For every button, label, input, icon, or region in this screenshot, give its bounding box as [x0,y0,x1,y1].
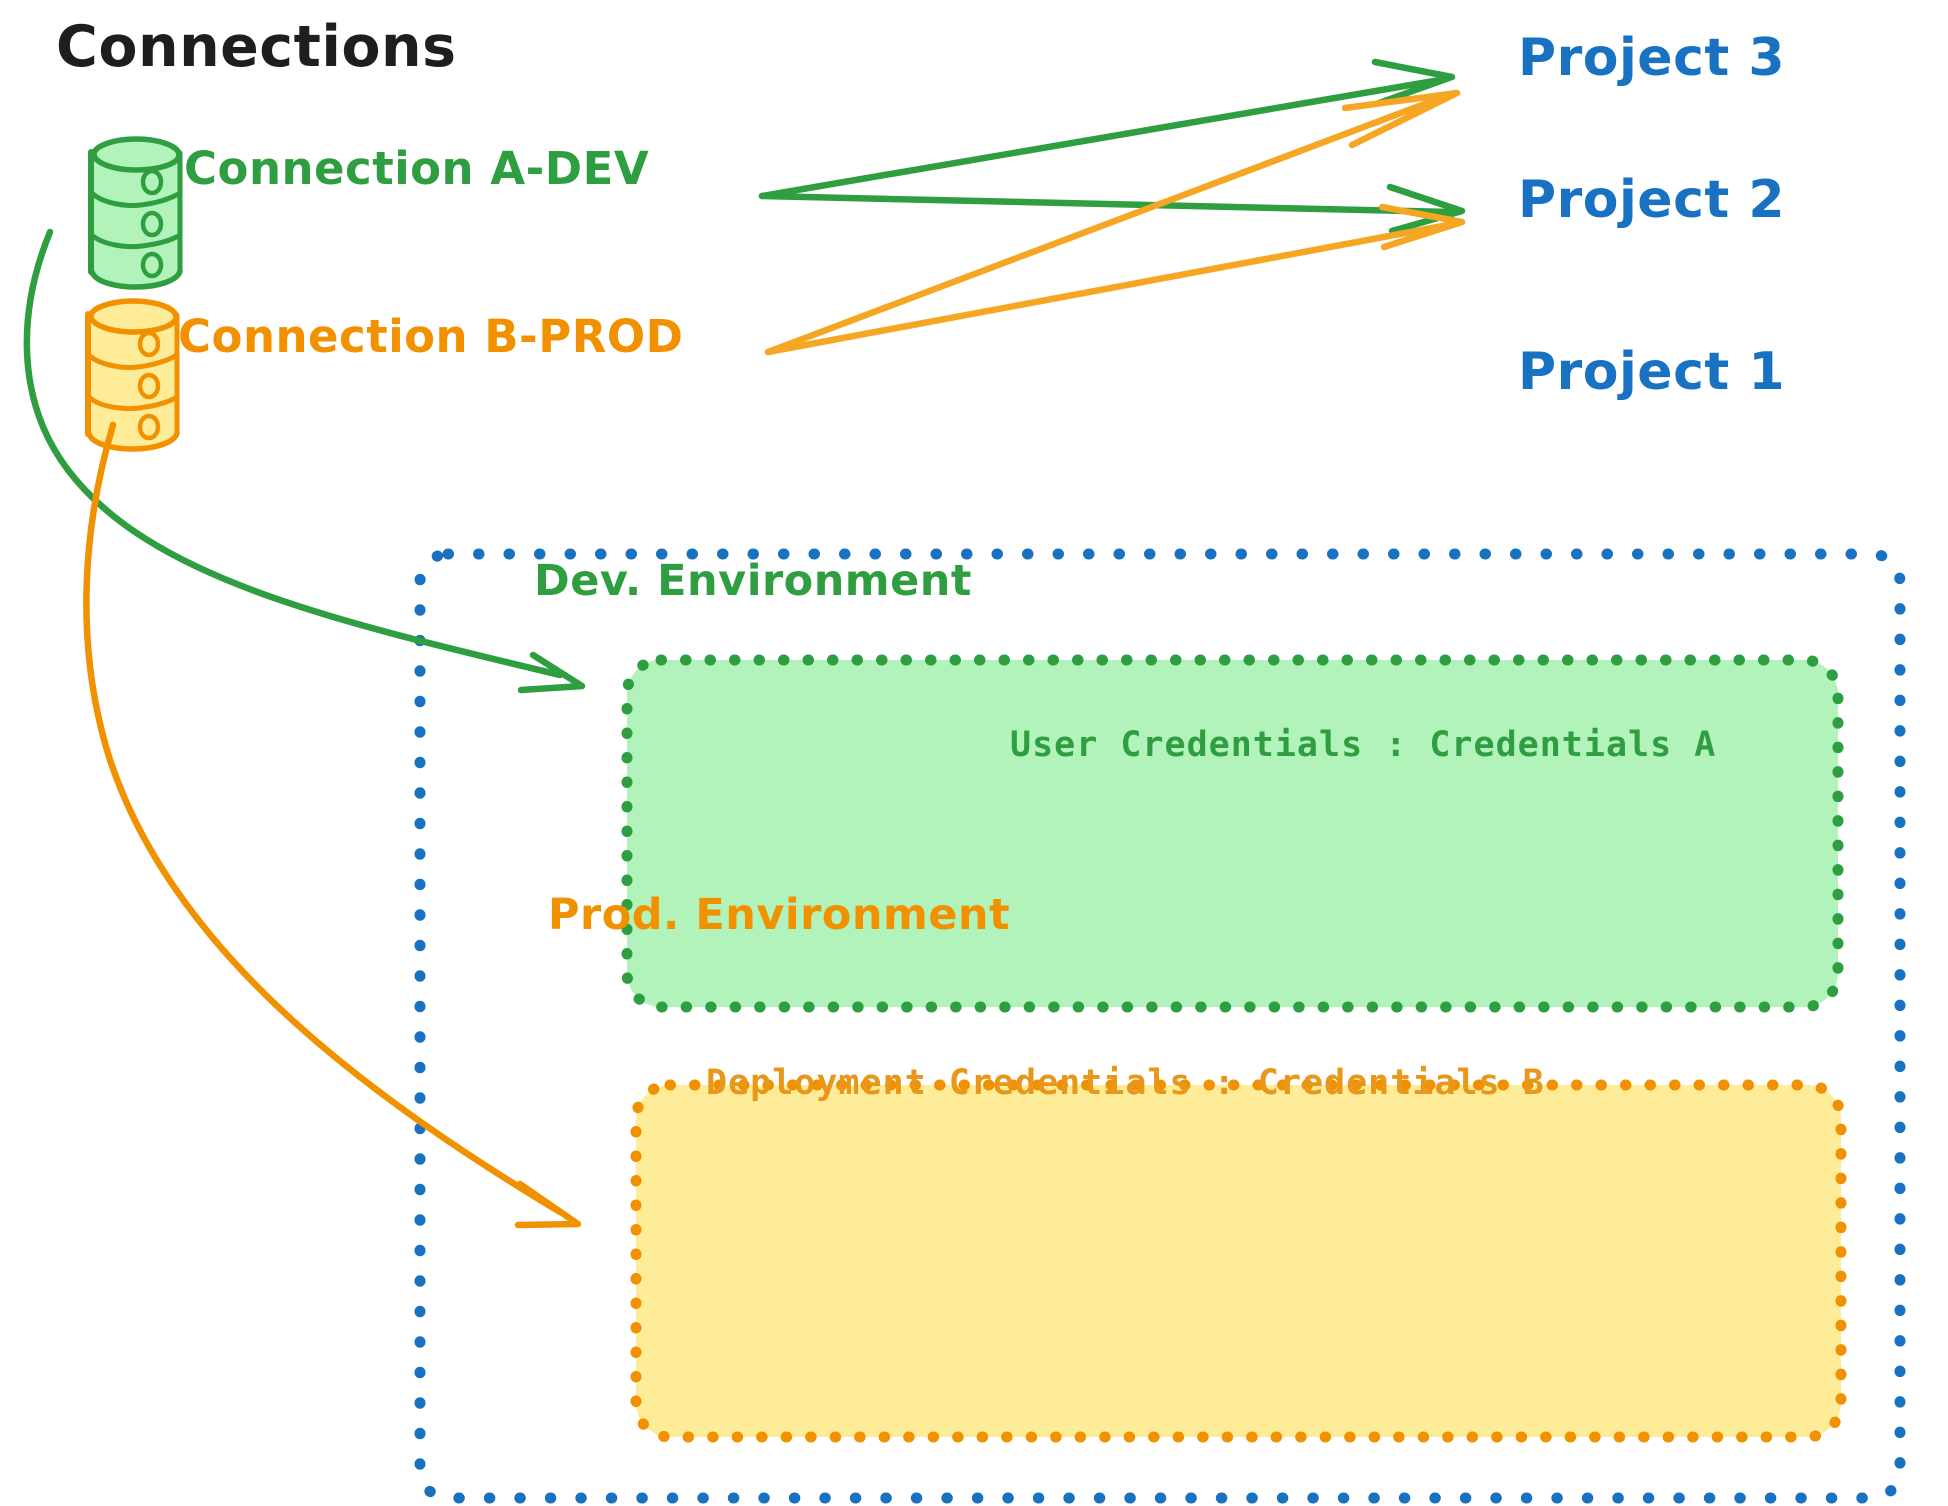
edge-b-prod-to-prod-environment [83,421,582,1229]
project1-container-box [414,548,1906,1504]
connection-a-dev-database-icon[interactable] [88,136,183,290]
dev-environment-credentials: User Credentials : Credentials A [1010,725,1717,765]
dev-environment-title: Dev. Environment [534,556,972,606]
page-title: Connections [56,14,457,80]
edge-a-dev-to-project-2 [758,183,1466,235]
edge-b-prod-to-project-3 [764,89,1461,356]
project-2-label[interactable]: Project 2 [1518,170,1786,230]
connection-b-prod-label[interactable]: Connection B-PROD [178,310,684,363]
project-1-label[interactable]: Project 1 [1518,342,1786,402]
edge-a-dev-to-project-3 [758,58,1456,200]
dev-environment-box[interactable] [621,654,1844,1013]
project-3-label[interactable]: Project 3 [1518,28,1786,88]
prod-environment-title: Prod. Environment [548,890,1011,940]
edge-b-prod-to-project-2 [764,203,1466,356]
connection-a-dev-label[interactable]: Connection A-DEV [184,142,650,195]
connection-b-prod-database-icon[interactable] [85,298,180,452]
prod-environment-credentials: Deployment Credentials : Credentials B [706,1063,1545,1103]
edge-a-dev-to-dev-environment [23,228,586,694]
prod-environment-box[interactable] [630,1079,1847,1443]
